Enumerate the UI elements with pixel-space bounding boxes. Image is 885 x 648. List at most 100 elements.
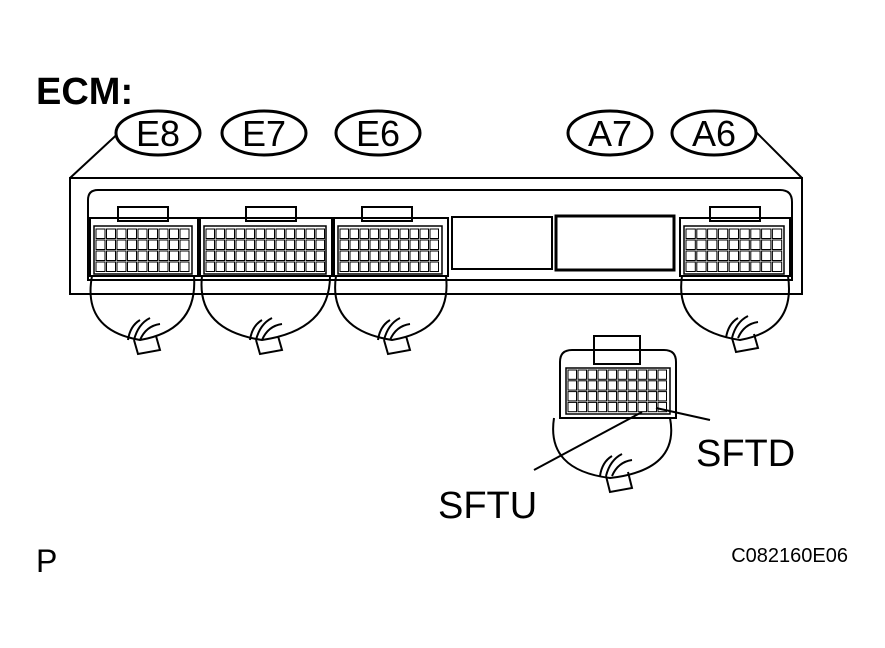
- pin-cavity: [567, 380, 577, 391]
- pin-cavity: [106, 228, 116, 239]
- harness-e8: [89, 275, 196, 342]
- pin-cavity: [607, 369, 617, 380]
- pin-cavity: [215, 239, 225, 250]
- pin-cavity: [771, 261, 783, 272]
- pin-cavity: [399, 239, 409, 250]
- pin-cavity: [275, 250, 285, 261]
- pin-cavity: [225, 228, 235, 239]
- pin-cavity: [587, 369, 597, 380]
- pin-cavity: [728, 239, 740, 250]
- pins-e7: [205, 228, 325, 272]
- harness-e6: [334, 275, 448, 342]
- connector-e8: [89, 206, 199, 277]
- pin-cavity: [95, 239, 106, 250]
- pin-cavity: [597, 380, 607, 391]
- pin-cavity: [169, 250, 179, 261]
- pin-cavity: [205, 261, 215, 272]
- pin-cavity: [717, 239, 729, 250]
- pin-cavity: [225, 261, 235, 272]
- ecm-connector-panel: [87, 189, 793, 281]
- pin-cavity: [245, 261, 255, 272]
- pin-cavity: [315, 228, 325, 239]
- pin-cavity: [205, 228, 215, 239]
- pin-cavity: [369, 239, 379, 250]
- pin-cavity: [696, 261, 707, 272]
- pin-cavity: [637, 369, 647, 380]
- pin-cavity: [339, 239, 349, 250]
- pin-cavity: [647, 369, 657, 380]
- pin-cavity: [717, 261, 729, 272]
- pin-cavity: [179, 250, 190, 261]
- pin-cavity: [597, 391, 607, 402]
- pin-cavity: [95, 228, 106, 239]
- pin-cavity: [379, 261, 389, 272]
- pin-cavity: [429, 228, 439, 239]
- connector-label-e7: E7: [242, 113, 286, 154]
- pin-cavity: [567, 401, 577, 413]
- pin-cavity: [685, 239, 696, 250]
- pin-cavity: [215, 228, 225, 239]
- pin-cavity: [771, 250, 783, 261]
- footer-p: P: [36, 543, 57, 579]
- pin-cavity: [235, 239, 245, 250]
- pin-cavity: [617, 369, 627, 380]
- connector-label-e8: E8: [136, 113, 180, 154]
- pin-cavity: [169, 239, 179, 250]
- pin-cavity: [315, 261, 325, 272]
- pin-label-sftu: SFTU: [438, 485, 537, 527]
- pin-cavity: [127, 250, 137, 261]
- pin-cavity: [295, 261, 305, 272]
- pin-cavity: [305, 228, 315, 239]
- pin-cavity: [235, 261, 245, 272]
- pin-cavity: [567, 369, 577, 380]
- pin-cavity: [148, 261, 158, 272]
- pin-cavity: [761, 228, 772, 239]
- pin-cavity: [409, 250, 419, 261]
- pin-cavity: [637, 380, 647, 391]
- pin-cavity: [429, 250, 439, 261]
- pin-cavity: [305, 250, 315, 261]
- pin-cavity: [106, 250, 116, 261]
- pin-cavity: [369, 250, 379, 261]
- pin-cavity: [137, 228, 148, 239]
- pin-cavity: [617, 401, 627, 413]
- pin-cavity: [255, 228, 265, 239]
- pin-cavity: [685, 261, 696, 272]
- pin-cavity: [275, 228, 285, 239]
- pin-cavity: [255, 250, 265, 261]
- pin-cavity: [707, 250, 718, 261]
- pin-cavity: [359, 250, 369, 261]
- pin-cavity: [315, 239, 325, 250]
- blank-window-left: [451, 216, 553, 270]
- pin-cavity: [275, 239, 285, 250]
- pin-cavity: [349, 250, 359, 261]
- pin-cavity: [116, 228, 127, 239]
- label-bubble-e7: [220, 109, 308, 157]
- pin-cavity: [607, 401, 617, 413]
- pin-cavity: [235, 250, 245, 261]
- pin-cavity: [265, 228, 275, 239]
- pin-cavity: [127, 239, 137, 250]
- detached-connector: [552, 335, 677, 494]
- pin-cavity: [707, 239, 718, 250]
- pin-cavity: [707, 261, 718, 272]
- pin-cavity: [148, 250, 158, 261]
- pin-cavity: [95, 261, 106, 272]
- pin-cavity: [179, 228, 190, 239]
- label-bubble-a7: [566, 109, 654, 157]
- pin-cavity: [761, 239, 772, 250]
- blank-window-right: [554, 214, 676, 272]
- figure-code: C082160E06: [731, 545, 848, 567]
- pin-cavity: [245, 239, 255, 250]
- pin-cavity: [285, 239, 295, 250]
- pin-cavity: [389, 261, 399, 272]
- sftd-leader: [655, 407, 711, 421]
- pin-cavity: [116, 239, 127, 250]
- pin-cavity: [245, 228, 255, 239]
- pin-cavity: [158, 250, 169, 261]
- pin-cavity: [419, 228, 429, 239]
- pin-cavity: [169, 228, 179, 239]
- pin-cavity: [739, 239, 750, 250]
- pin-cavity: [685, 250, 696, 261]
- pin-cavity: [106, 239, 116, 250]
